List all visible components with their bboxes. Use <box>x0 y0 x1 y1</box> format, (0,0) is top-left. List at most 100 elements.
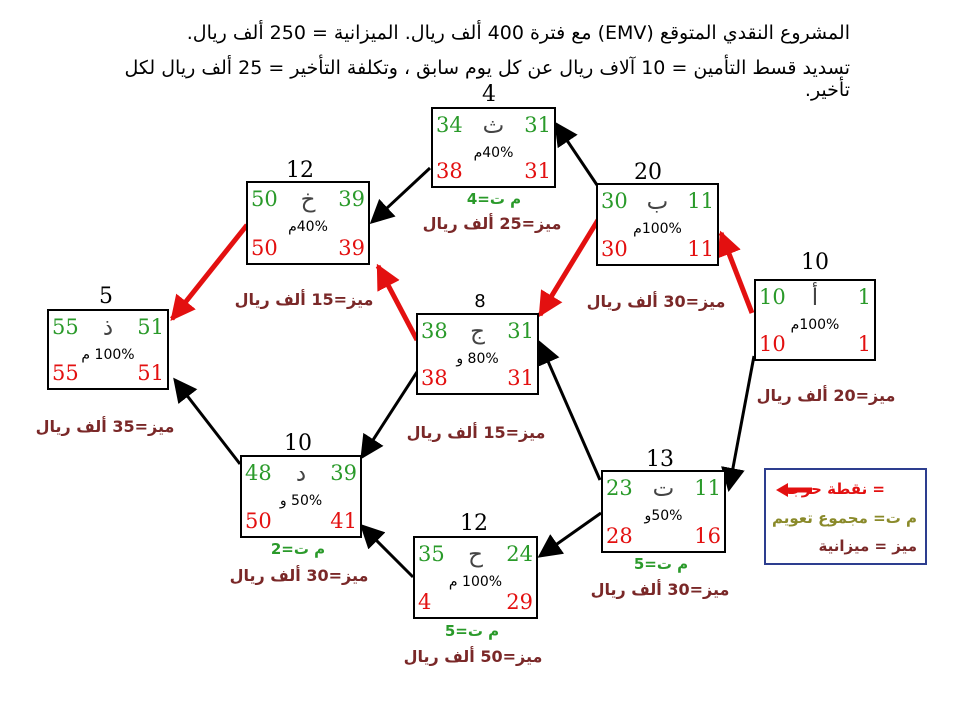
node-dh-ls: 51 <box>137 361 164 385</box>
node-h-prob: 100% م <box>448 574 503 590</box>
float-t: م ت=5 <box>633 555 689 573</box>
budget-d: ميز=30 ألف ريال <box>229 566 369 585</box>
arrow-a-t <box>721 355 756 492</box>
duration-j: 8 <box>474 291 486 312</box>
node-a-ls: 1 <box>857 332 871 356</box>
node-b-ef: 30 <box>601 189 628 213</box>
node-d-prob: 50% و <box>279 493 323 509</box>
float-th: م ت=4 <box>466 190 522 208</box>
float-h: م ت=5 <box>444 622 500 640</box>
budget-b: ميز=30 ألف ريال <box>586 292 726 311</box>
arrow-t-h <box>537 511 602 558</box>
node-h-ls: 29 <box>506 590 533 614</box>
node-d-name: د <box>295 461 307 487</box>
duration-h: 12 <box>460 511 488 536</box>
node-a-prob: 100%م <box>790 317 840 333</box>
duration-dh: 5 <box>99 284 113 309</box>
node-d-es: 39 <box>330 461 357 485</box>
node-d-lf: 50 <box>245 509 272 533</box>
node-kh-name: خ <box>300 187 316 213</box>
node-b-lf: 30 <box>601 237 628 261</box>
float-d: م ت=2 <box>270 540 326 558</box>
node-b-ls: 11 <box>687 237 714 261</box>
node-kh-lf: 50 <box>251 236 278 260</box>
node-th-name: ث <box>482 113 505 139</box>
budget-kh: ميز=15 ألف ريال <box>234 290 374 309</box>
arrow-t-j <box>537 340 602 481</box>
node-j-ef: 38 <box>421 319 448 343</box>
node-a-es: 1 <box>857 285 871 309</box>
duration-d: 10 <box>284 431 312 456</box>
node-t-lf: 28 <box>606 524 633 548</box>
activity-node-th[interactable]: 34 31 ث 40%م 38 31 <box>431 107 556 188</box>
node-kh-ls: 39 <box>338 236 365 260</box>
node-h-name: ح <box>468 542 483 568</box>
node-t-es: 11 <box>694 476 721 500</box>
node-th-es: 31 <box>524 113 551 137</box>
node-j-lf: 38 <box>421 366 448 390</box>
arrow-d-dh <box>173 377 242 465</box>
duration-b: 20 <box>634 160 662 185</box>
node-j-es: 31 <box>507 319 534 343</box>
activity-node-b[interactable]: 30 11 ب 100%م 30 11 <box>596 183 719 266</box>
node-b-prob: 100%م <box>633 221 682 237</box>
node-j-name: ج <box>470 319 485 345</box>
node-kh-es: 39 <box>338 187 365 211</box>
legend: = نقطة حرجة م ت= مجموع تعويم ميز = ميزان… <box>764 468 927 565</box>
node-d-ef: 48 <box>245 461 272 485</box>
node-t-prob: 50%و <box>644 508 683 524</box>
node-h-ef: 35 <box>418 542 445 566</box>
header-line-1: المشروع النقدي المتوقع (EMV) مع فترة 400… <box>186 22 850 44</box>
node-h-es: 24 <box>506 542 533 566</box>
node-dh-prob: 100% م <box>81 347 135 363</box>
legend-budget: ميز = ميزانية <box>818 537 918 555</box>
legend-critical: = نقطة حرجة <box>781 480 885 498</box>
arrow-b-th <box>554 121 599 186</box>
node-t-ef: 23 <box>606 476 633 500</box>
node-dh-lf: 55 <box>52 361 79 385</box>
node-b-name: ب <box>646 189 669 215</box>
node-a-lf: 10 <box>759 332 786 356</box>
legend-float: م ت= مجموع تعويم <box>771 509 917 527</box>
activity-node-t[interactable]: 23 11 ت 50%و 28 16 <box>601 470 726 553</box>
node-dh-es: 51 <box>137 315 164 339</box>
header-line-2: تسديد قسط التأمين = 10 آلاف ريال عن كل ي… <box>124 57 850 101</box>
node-th-prob: 40%م <box>473 145 514 161</box>
budget-a: ميز=20 ألف ريال <box>756 386 896 405</box>
node-th-lf: 38 <box>436 159 463 183</box>
critical-arrow-a-b <box>717 230 755 314</box>
node-h-lf: 4 <box>418 590 432 614</box>
node-dh-ef: 55 <box>52 315 79 339</box>
node-dh-name: ذ <box>102 315 114 341</box>
activity-node-j[interactable]: 38 31 ج 80% و 38 31 <box>416 313 539 395</box>
activity-node-d[interactable]: 48 39 د 50% و 50 41 <box>240 455 362 538</box>
duration-th: 4 <box>482 82 496 107</box>
budget-j: ميز=15 ألف ريال <box>406 423 546 442</box>
budget-th: ميز=25 ألف ريال <box>422 214 562 233</box>
node-t-ls: 16 <box>694 524 721 548</box>
duration-a: 10 <box>801 250 829 275</box>
arrow-j-d <box>360 371 419 460</box>
budget-h: ميز=50 ألف ريال <box>403 647 543 666</box>
arrow-h-d <box>359 523 415 579</box>
activity-node-a[interactable]: 10 1 أ 100%م 10 1 <box>754 279 876 361</box>
activity-node-dh[interactable]: 55 51 ذ 100% م 55 51 <box>47 309 169 390</box>
node-kh-prob: 40%م <box>288 219 328 235</box>
duration-t: 13 <box>646 447 674 472</box>
critical-arrow-j-kh <box>375 263 420 342</box>
node-d-ls: 41 <box>330 509 357 533</box>
node-b-es: 11 <box>687 189 714 213</box>
arrow-th-kh <box>369 166 432 225</box>
node-a-name: أ <box>811 285 819 311</box>
node-t-name: ت <box>652 476 675 502</box>
node-j-prob: 80% و <box>456 351 499 367</box>
node-j-ls: 31 <box>507 366 534 390</box>
budget-dh: ميز=35 ألف ريال <box>35 417 175 436</box>
legend-red-arrow-icon <box>776 483 812 497</box>
node-th-ls: 31 <box>524 159 551 183</box>
duration-kh: 12 <box>286 158 314 183</box>
budget-t: ميز=30 ألف ريال <box>590 580 730 599</box>
activity-node-h[interactable]: 35 24 ح 100% م 4 29 <box>413 536 538 619</box>
activity-node-kh[interactable]: 50 39 خ 40%م 50 39 <box>246 181 370 265</box>
